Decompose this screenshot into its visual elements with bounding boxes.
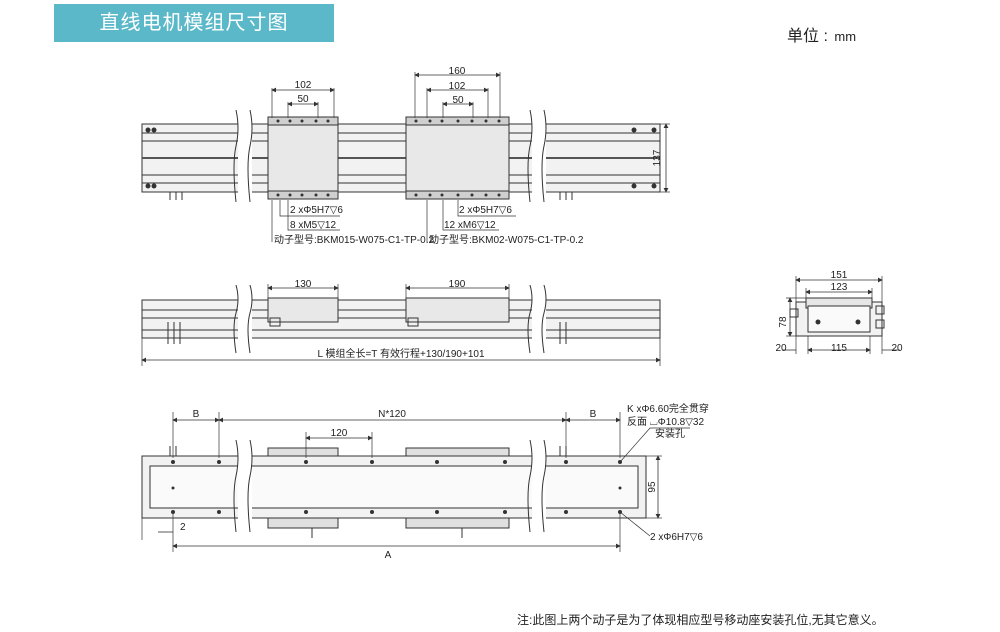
dim-123: 123	[831, 282, 848, 293]
mover-model-left: 动子型号:BKM015-W075-C1-TP-0.2	[274, 233, 434, 246]
unit-separator: :	[823, 28, 828, 45]
dim-b-right: B	[590, 409, 597, 420]
hole-k-line2: 反面 ⌴Φ10.8▽32	[627, 416, 704, 428]
hole-k-line1: K xΦ6.60完全贯穿	[627, 402, 709, 415]
dim-b-left: B	[193, 409, 200, 420]
dim-78: 78	[778, 316, 789, 328]
page-title: 直线电机模组尺寸图	[54, 4, 334, 42]
dim-160: 160	[449, 66, 466, 77]
dim-102-left: 102	[295, 80, 312, 91]
dim-95: 95	[647, 481, 658, 493]
dim-20-left: 20	[775, 343, 787, 354]
hole-spec-right: 2 xΦ5H7▽6	[459, 205, 512, 216]
dim-2: 2	[180, 522, 186, 533]
dim-115: 115	[831, 343, 847, 354]
dim-190: 190	[449, 279, 466, 290]
screw-spec-left: 8 xM5▽12	[290, 220, 336, 231]
top-view	[141, 72, 670, 242]
screw-spec-right: 12 xM6▽12	[444, 220, 496, 231]
pin-hole-spec: 2 xΦ6H7▽6	[650, 532, 703, 543]
dim-a: A	[385, 550, 392, 561]
unit-label: 单位 : mm	[787, 22, 856, 46]
dim-n120: N*120	[378, 409, 406, 420]
hole-k-line3: 安装孔	[655, 427, 685, 440]
end-view	[782, 276, 900, 354]
unit-text: 单位	[787, 28, 820, 45]
dim-102-right: 102	[449, 81, 466, 92]
end-view-labels: 151 123 78 20 115 20	[775, 270, 903, 354]
mover-model-right: 动子型号:BKM02-W075-C1-TP-0.2	[429, 233, 584, 246]
hole-spec-left: 2 xΦ5H7▽6	[290, 205, 343, 216]
dim-20-right: 20	[891, 343, 903, 354]
side-view-labels: 130 190 L 模组全长=T 有效行程+130/190+101	[295, 279, 485, 360]
dim-50-left: 50	[297, 94, 309, 105]
dim-137: 137	[652, 149, 663, 166]
length-formula: L 模组全长=T 有效行程+130/190+101	[317, 347, 484, 360]
bottom-view	[141, 412, 690, 552]
dim-151: 151	[831, 270, 848, 281]
bottom-view-labels: B N*120 B 120 95 2 A K xΦ6.60完全贯穿 反面 ⌴Φ1…	[180, 402, 709, 561]
dim-50-right: 50	[452, 95, 464, 106]
top-view-labels: 102 50 160 102 50 137 2 xΦ5H7▽6 8 xM5▽12…	[274, 66, 663, 246]
unit-value: mm	[834, 29, 857, 44]
footer-note: 注:此图上两个动子是为了体现相应型号移动座安装孔位,无其它意义。	[517, 613, 884, 627]
dim-120: 120	[331, 428, 348, 439]
dim-130: 130	[295, 279, 312, 290]
side-view	[141, 284, 661, 366]
